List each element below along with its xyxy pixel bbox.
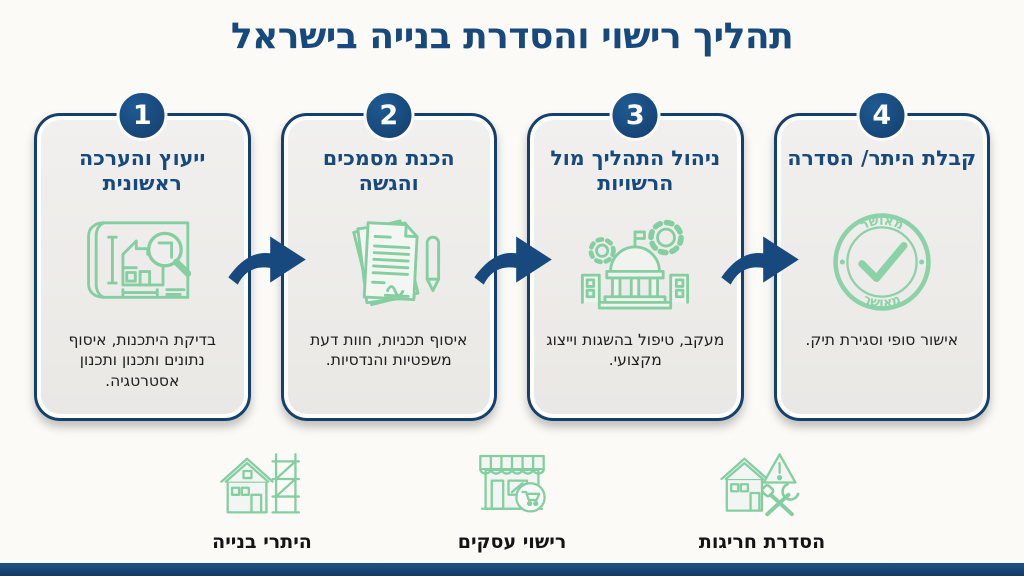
service-label: היתרי בנייה (212, 531, 312, 553)
service-item-violations-regulation: הסדרת חריגות (683, 449, 841, 553)
government-building-gears-icon (540, 206, 731, 318)
bottom-bar (0, 563, 1024, 576)
infographic: תהליך רישוי והסדרת בנייה בישראל 1 ייעוץ … (0, 16, 1024, 576)
step-title: ניהול התהליך מול הרשויות (550, 146, 721, 195)
documents-pen-icon (294, 206, 485, 318)
service-label: הסדרת חריגות (698, 531, 826, 553)
step-card-4: 4 קבלת היתר/ הסדרה מאושר (773, 90, 990, 421)
storefront-cart-icon (433, 449, 591, 523)
curved-arrow-right-icon (470, 225, 554, 292)
service-item-building-permits: היתרי בנייה (183, 449, 341, 553)
curved-arrow-right-icon (224, 225, 308, 292)
step-description: בדיקת היתכנות, איסוף נתונים ותכנון ותכנו… (68, 331, 216, 390)
step-number-badge: 1 (116, 90, 168, 141)
step-title: קבלת היתר/ הסדרה (787, 146, 977, 170)
step-number-badge: 4 (856, 90, 908, 141)
svg-text:מאושר: מאושר (858, 214, 906, 234)
blueprint-magnifier-icon (47, 206, 238, 318)
step-title: ייעוץ והערכה ראשונית (79, 146, 206, 195)
steps-row: 1 ייעוץ והערכה ראשונית (0, 90, 1024, 421)
service-label: רישוי עסקים (457, 531, 567, 553)
svg-text:מאושר: מאושר (861, 292, 903, 311)
step-number-badge: 2 (363, 90, 415, 141)
step-number-badge: 3 (609, 90, 661, 141)
step-title: הכנת מסמכים והגשה (322, 146, 455, 195)
house-warning-tools-icon (683, 449, 841, 523)
step-description: איסוף תכניות, חוות דעת משפטיות והנדסיות. (310, 331, 468, 370)
house-scaffolding-icon (183, 449, 341, 523)
step-card-2: 2 הכנת מסמכים והגשה (280, 90, 497, 421)
services-row: היתרי בנייה (0, 449, 1024, 553)
step-description: מעקב, טיפול בהשגות וייצוג מקצועי. (546, 331, 725, 370)
approved-stamp-icon: מאושר מאושר (787, 206, 978, 318)
page-title: תהליך רישוי והסדרת בנייה בישראל (230, 16, 794, 57)
step-card-1: 1 ייעוץ והערכה ראשונית (34, 90, 251, 421)
service-item-business-licensing: רישוי עסקים (433, 449, 591, 553)
step-description: אישור סופי וסגירת תיק. (805, 331, 959, 349)
curved-arrow-right-icon (717, 225, 801, 292)
step-card-3: 3 ניהול התהליך מול הרשויות (527, 90, 744, 421)
